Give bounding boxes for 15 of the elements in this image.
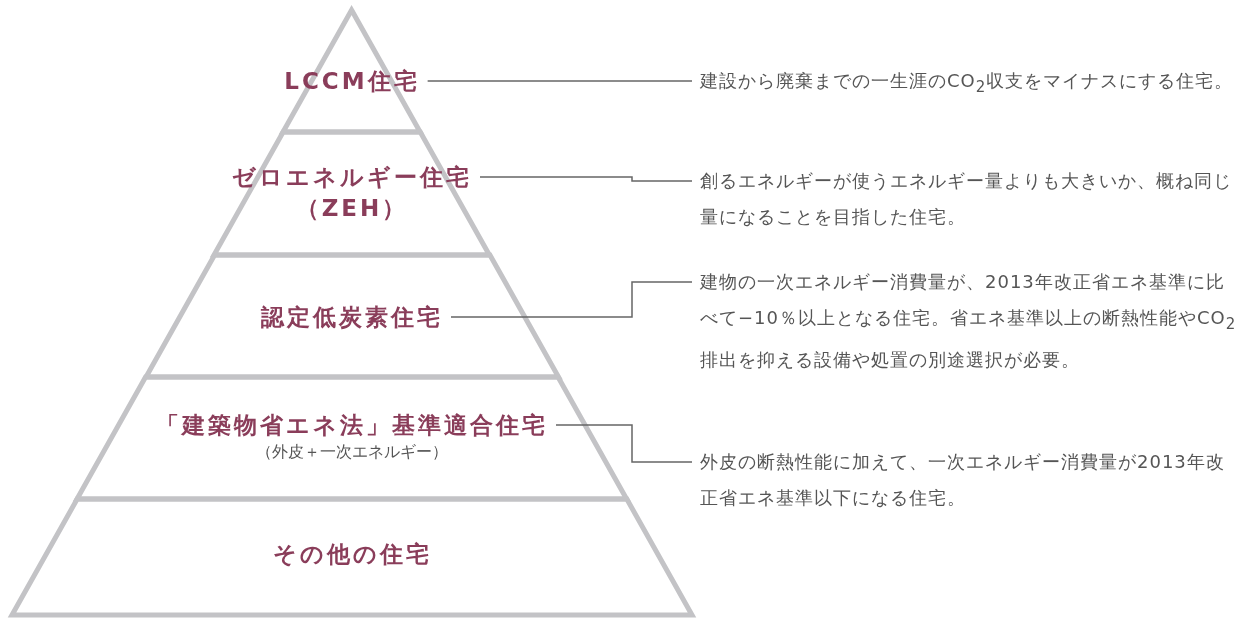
description-text: 建設から廃棄までの一生涯のCO$_{2}$収支をマイナスにする住宅。 [700,63,1240,105]
leader-line [450,281,693,318]
tier-title: 「建築物省エネ法」基準適合住宅 [156,411,548,440]
tier-title: LCCM住宅 [284,67,420,96]
leader-line [555,424,693,463]
description-text: 外皮の断熱性能に加えて、一次エネルギー消費量が2013年改正省エネ基準以下になる住宅。 [700,444,1240,516]
leader-line [479,176,693,182]
leader-line [426,80,693,82]
description-text: 建物の一次エネルギー消費量が、2013年改正省エネ基準に比べて−10％以上となる住宅。省エネ基準以上の断熱性能やCO$_{2}$排出を抑える設備や処置の別途選択が必要。 [700,264,1240,378]
tier-subtitle: （外皮＋一次エネルギー） [256,441,448,463]
tier-title: （ZEH） [295,194,409,223]
description-text: 創るエネルギーが使うエネルギー量よりも大きいか、概ね同じ量になることを目指した住宅。 [700,163,1240,235]
tier-title: その他の住宅 [272,540,432,569]
tier-title: 認定低炭素住宅 [261,303,443,332]
tier-title: ゼロエネルギー住宅 [232,163,472,192]
